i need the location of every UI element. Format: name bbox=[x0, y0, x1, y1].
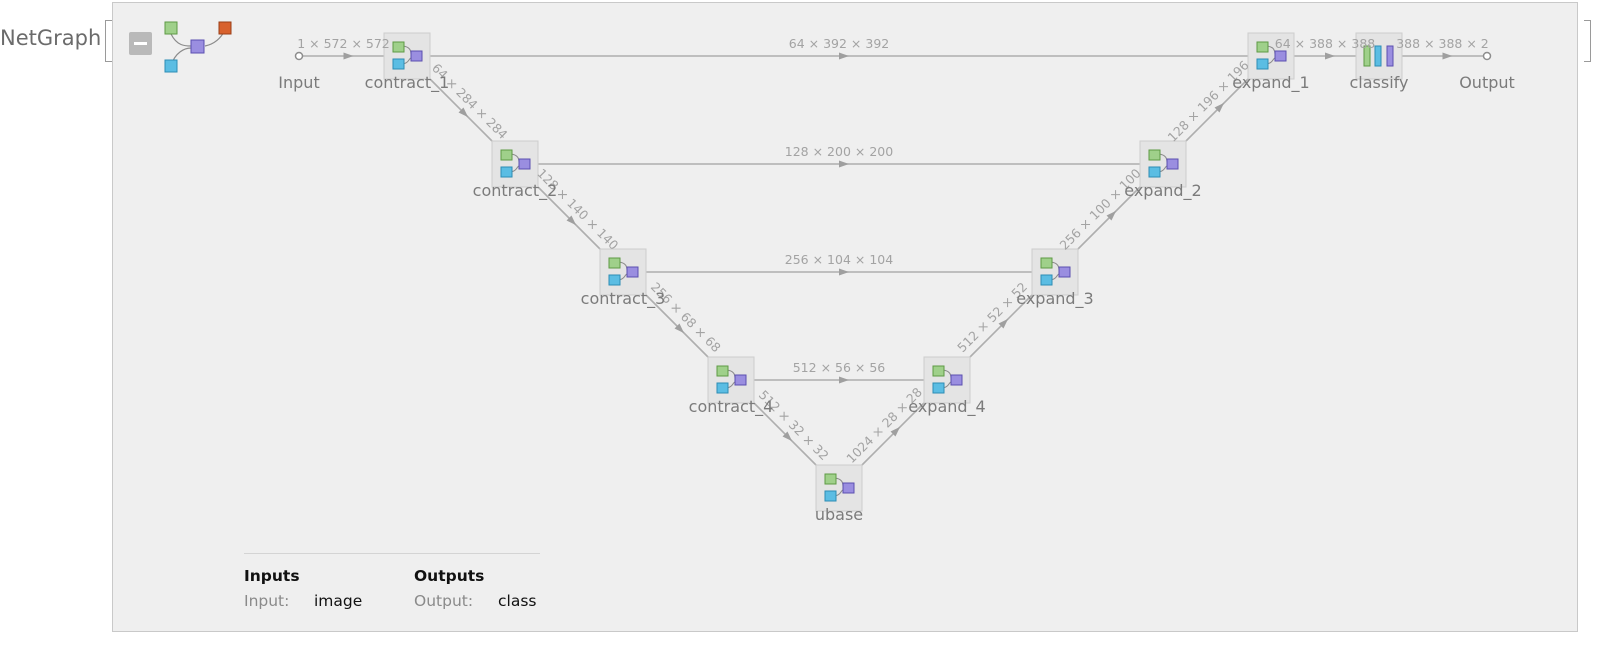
subnet-icon bbox=[824, 473, 855, 502]
classify-icon bbox=[1363, 45, 1394, 67]
node-expand_3[interactable] bbox=[1031, 248, 1079, 296]
netgraph-head: NetGraph bbox=[0, 26, 102, 50]
node-label-expand_1: expand_1 bbox=[1232, 73, 1309, 93]
node-label-contract_1: contract_1 bbox=[365, 73, 450, 93]
outputs-header: Outputs bbox=[414, 567, 485, 585]
node-label-expand_4: expand_4 bbox=[908, 397, 985, 417]
collapse-icon[interactable] bbox=[128, 31, 162, 59]
input-key: Input: bbox=[244, 592, 290, 610]
edge-label: 128 × 140 × 140 bbox=[534, 166, 621, 253]
legend: Inputs Input: image Outputs Output: class bbox=[244, 553, 540, 610]
netgraph-panel bbox=[112, 2, 1578, 632]
subnet-icon bbox=[1256, 41, 1287, 70]
node-expand_1[interactable] bbox=[1247, 32, 1295, 80]
node-label-expand_3: expand_3 bbox=[1016, 289, 1093, 309]
subnet-icon bbox=[608, 257, 639, 286]
node-label-contract_4: contract_4 bbox=[689, 397, 774, 417]
edge-label: 512 × 56 × 56 bbox=[793, 360, 886, 375]
node-contract_2[interactable] bbox=[491, 140, 539, 188]
edge-label: 64 × 388 × 388 bbox=[1275, 36, 1376, 51]
subnet-icon bbox=[1148, 149, 1179, 178]
node-contract_3[interactable] bbox=[599, 248, 647, 296]
edge-label: 388 × 388 × 2 bbox=[1396, 36, 1489, 51]
node-label-ubase: ubase bbox=[815, 505, 863, 524]
output-key: Output: bbox=[414, 592, 474, 610]
input-value: image bbox=[314, 592, 363, 610]
port-input[interactable] bbox=[294, 51, 304, 61]
node-contract_4[interactable] bbox=[707, 356, 755, 404]
edge-label: 256 × 100 × 100 bbox=[1057, 165, 1144, 252]
legend-outputs: Outputs Output: class bbox=[414, 567, 536, 610]
edge-label: 64 × 392 × 392 bbox=[789, 36, 889, 51]
edge-label: 128 × 196 × 196 bbox=[1165, 57, 1252, 144]
edge-label: 128 × 200 × 200 bbox=[785, 144, 893, 159]
node-label-output: Output bbox=[1459, 73, 1515, 92]
edge-label: 256 × 104 × 104 bbox=[785, 252, 893, 267]
subnet-icon bbox=[392, 41, 423, 70]
node-classify[interactable] bbox=[1355, 32, 1403, 80]
network-icon bbox=[164, 21, 232, 73]
node-label-expand_2: expand_2 bbox=[1124, 181, 1201, 201]
port-output[interactable] bbox=[1482, 51, 1492, 61]
node-label-contract_2: contract_2 bbox=[473, 181, 558, 201]
legend-inputs: Inputs Input: image bbox=[244, 567, 362, 610]
node-contract_1[interactable] bbox=[383, 32, 431, 80]
output-value: class bbox=[498, 592, 537, 610]
node-ubase[interactable] bbox=[815, 464, 863, 512]
node-expand_2[interactable] bbox=[1139, 140, 1187, 188]
node-label-classify: classify bbox=[1350, 73, 1409, 92]
edge-label: 1 × 572 × 572 bbox=[297, 36, 390, 51]
legend-divider bbox=[244, 553, 540, 554]
node-expand_4[interactable] bbox=[923, 356, 971, 404]
subnet-icon bbox=[1040, 257, 1071, 286]
node-label-input: Input bbox=[278, 73, 319, 92]
subnet-icon bbox=[932, 365, 963, 394]
left-bracket bbox=[105, 20, 112, 62]
inputs-header: Inputs bbox=[244, 567, 300, 585]
subnet-icon bbox=[716, 365, 747, 394]
subnet-icon bbox=[500, 149, 531, 178]
node-label-contract_3: contract_3 bbox=[581, 289, 666, 309]
right-bracket bbox=[1584, 20, 1591, 62]
